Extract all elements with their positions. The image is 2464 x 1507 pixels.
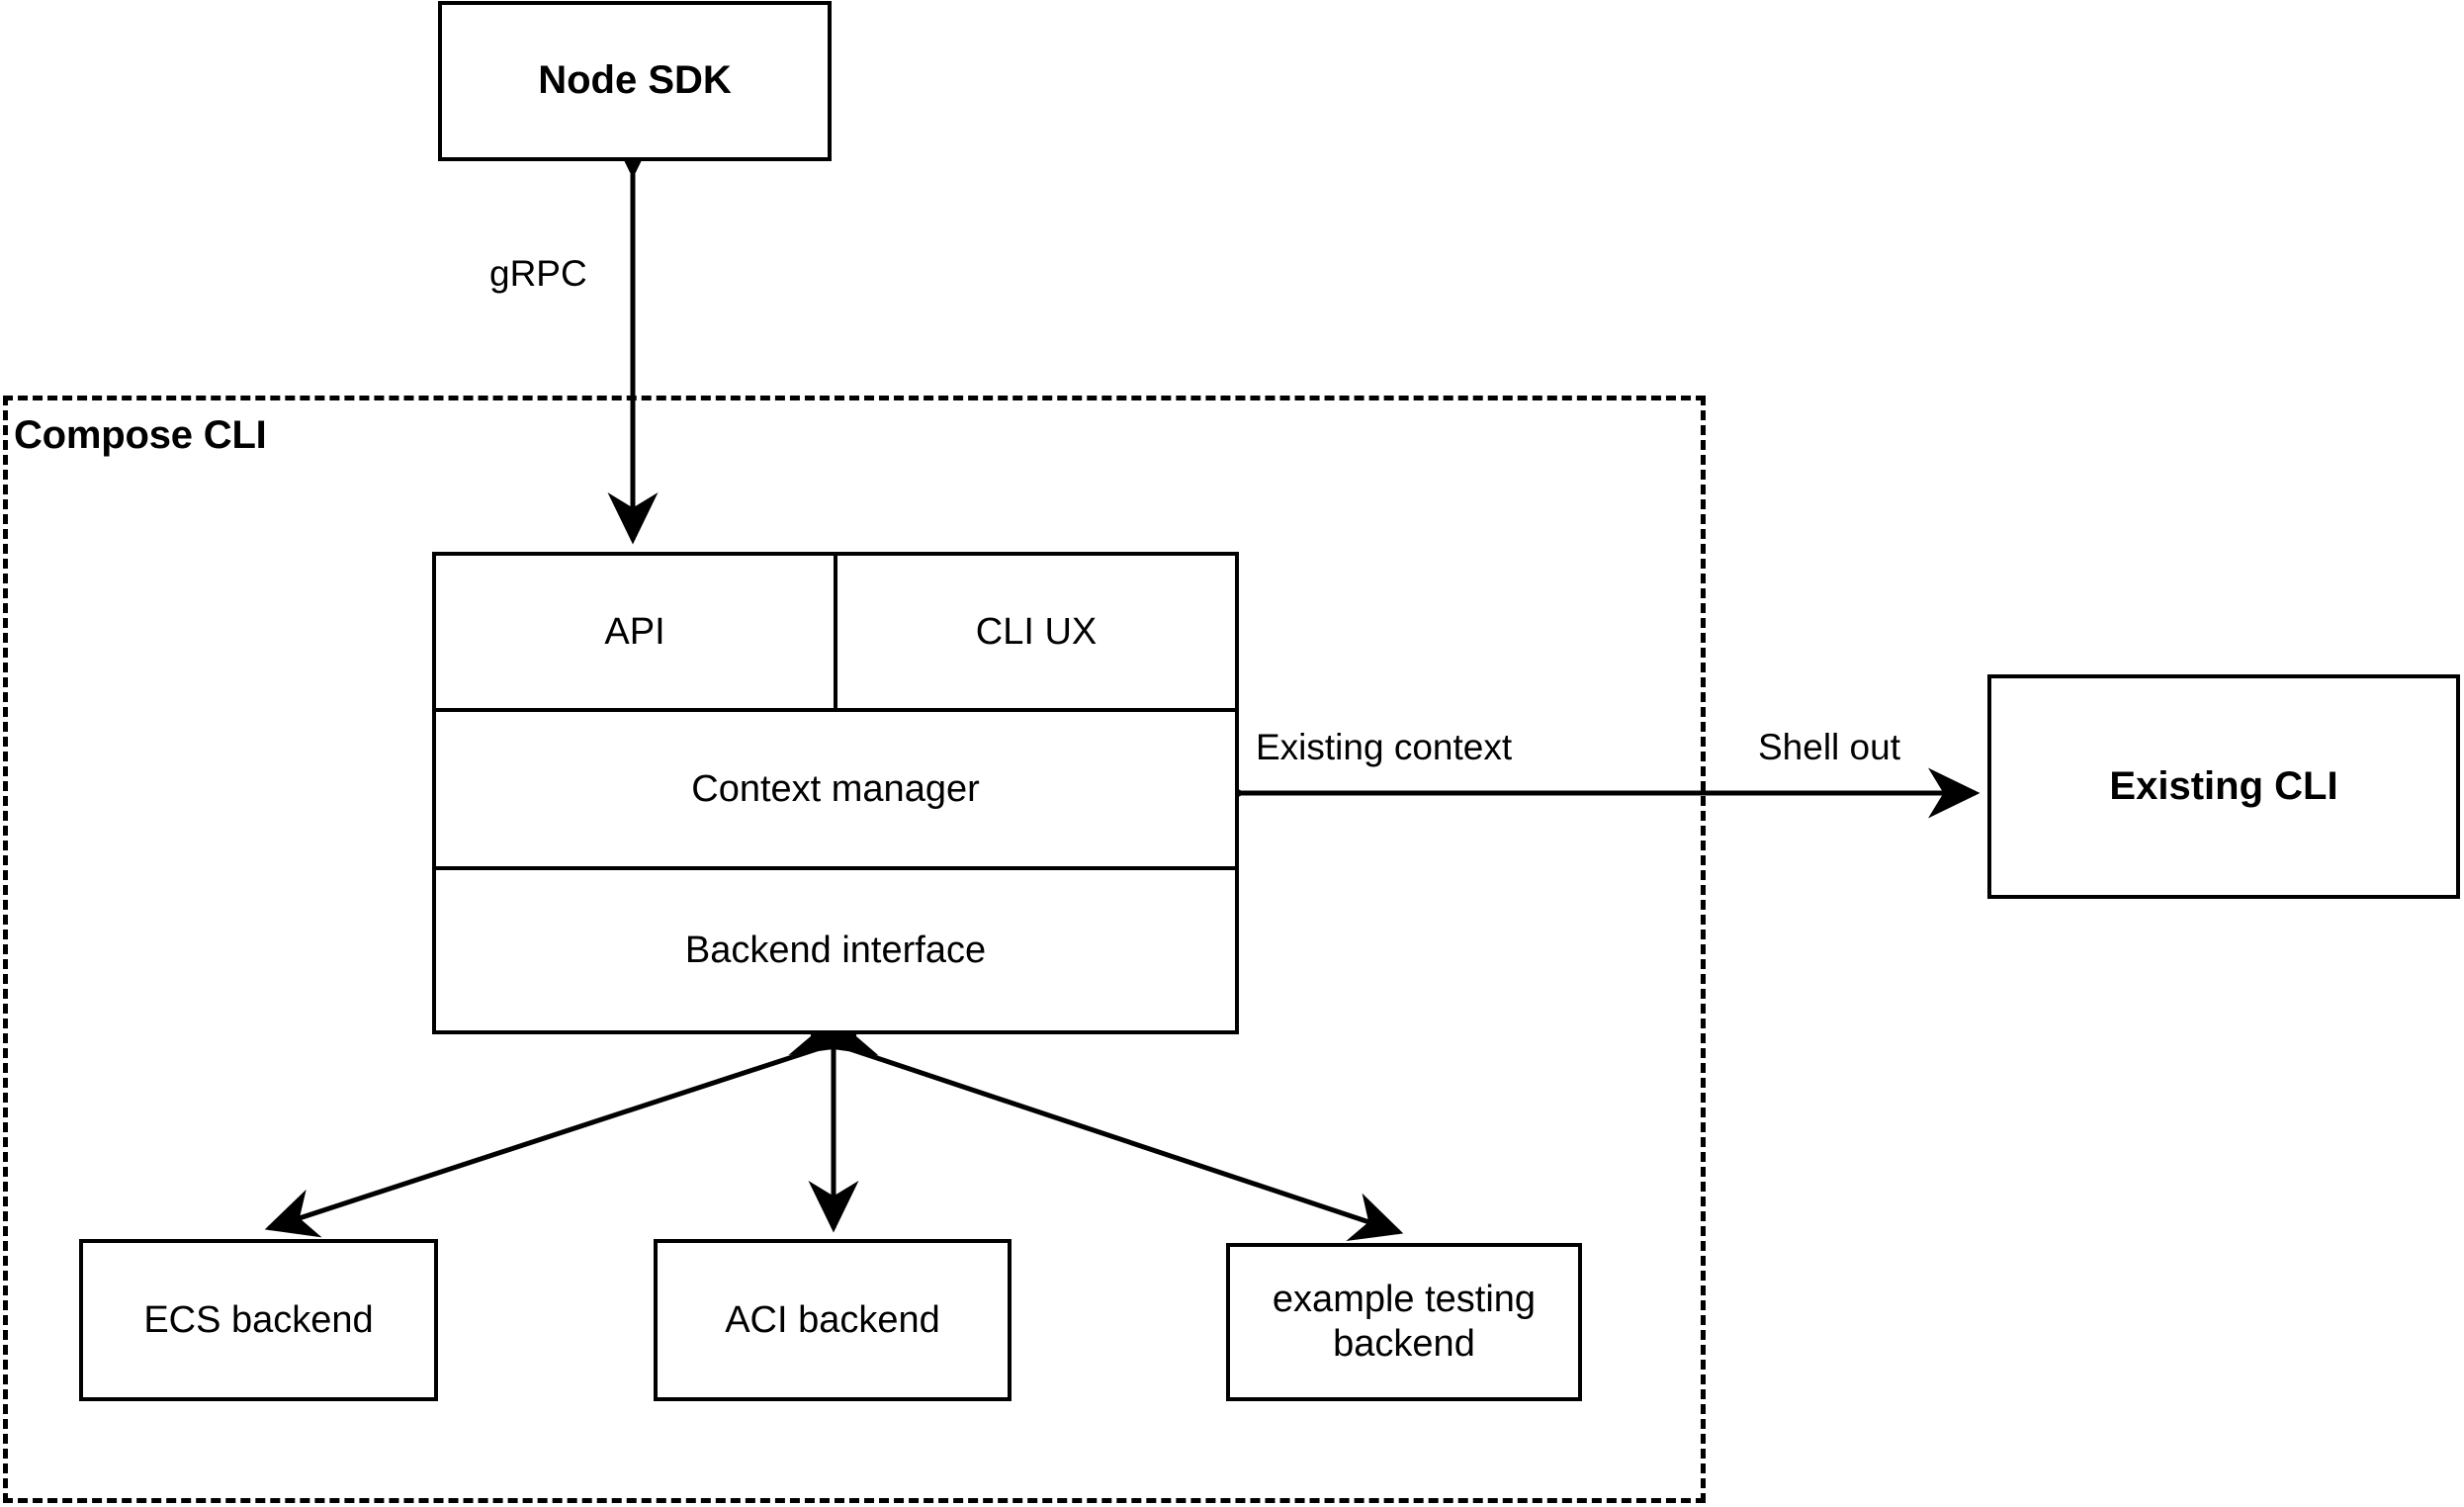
stack-cell-api[interactable]: API	[436, 556, 837, 708]
node-ecs-backend[interactable]: ECS backend	[79, 1239, 438, 1401]
node-node-sdk-label: Node SDK	[538, 58, 732, 103]
node-compose-cli-stack: API CLI UX Context manager Backend inter…	[432, 552, 1239, 1034]
node-node-sdk[interactable]: Node SDK	[438, 1, 832, 161]
stack-cell-backend-interface-label: Backend interface	[684, 929, 987, 971]
node-existing-cli-label: Existing CLI	[2109, 763, 2338, 808]
node-aci-backend[interactable]: ACI backend	[654, 1239, 1012, 1401]
group-compose-cli	[3, 396, 1706, 1503]
node-example-testing-backend-label: example testing backend	[1272, 1279, 1537, 1365]
stack-cell-cli-ux-label: CLI UX	[975, 610, 1098, 653]
stack-cell-backend-interface[interactable]: Backend interface	[436, 870, 1235, 1030]
node-ecs-backend-label: ECS backend	[143, 1298, 374, 1341]
stack-row-api-cliux: API CLI UX	[436, 556, 1235, 712]
edge-label-shell-out: Shell out	[1758, 727, 1900, 767]
stack-cell-context-manager-label: Context manager	[691, 767, 980, 810]
stack-cell-cli-ux[interactable]: CLI UX	[837, 556, 1235, 708]
stack-row-backend-interface: Backend interface	[436, 870, 1235, 1030]
node-existing-cli[interactable]: Existing CLI	[1987, 674, 2460, 899]
stack-cell-context-manager[interactable]: Context manager	[436, 712, 1235, 866]
node-example-testing-backend[interactable]: example testing backend	[1226, 1243, 1582, 1401]
stack-cell-api-label: API	[604, 610, 665, 653]
edge-label-grpc: gRPC	[489, 253, 587, 294]
edge-label-existing-context: Existing context	[1256, 727, 1513, 767]
group-compose-cli-label: Compose CLI	[14, 413, 267, 457]
stack-row-context-manager: Context manager	[436, 712, 1235, 870]
node-aci-backend-label: ACI backend	[725, 1298, 940, 1341]
